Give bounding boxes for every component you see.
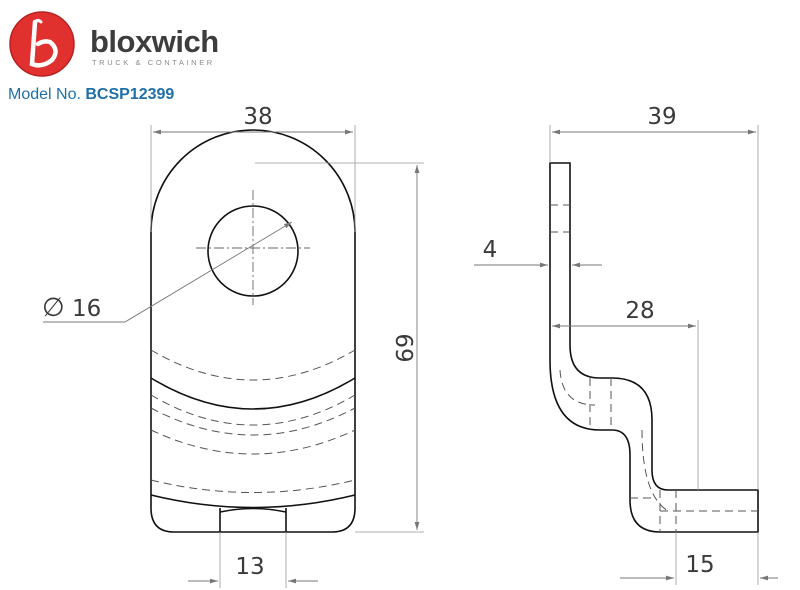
offset-dim: 28 [625, 298, 654, 324]
brand-logo: bloxwich TRUCK & CONTAINER [8, 6, 268, 86]
model-number-line: Model No. BCSP12399 [8, 86, 174, 104]
bottom-width-dim: 13 [235, 554, 264, 580]
side-width-dim: 39 [647, 104, 676, 130]
side-view: 39 4 28 15 [474, 104, 778, 585]
brand-tagline: TRUCK & CONTAINER [92, 58, 215, 67]
foot-dim: 15 [685, 552, 714, 578]
logo-badge-icon [9, 11, 75, 77]
front-height-dim: 69 [390, 333, 416, 362]
brand-name: bloxwich [90, 24, 219, 59]
model-label: Model No. [8, 86, 81, 103]
model-number: BCSP12399 [85, 86, 175, 103]
thickness-dim: 4 [483, 237, 498, 263]
front-view: 38 69 ∅ 16 13 [42, 104, 424, 588]
hole-diameter-dim: 16 [72, 296, 101, 322]
front-width-dim: 38 [243, 104, 272, 130]
hole-diameter-symbol: ∅ [42, 293, 65, 323]
